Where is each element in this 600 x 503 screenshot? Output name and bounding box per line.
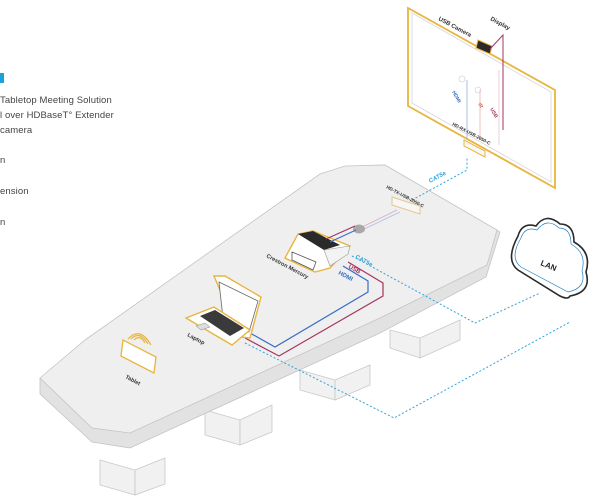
cable-usb-display xyxy=(489,33,504,130)
ir-connector xyxy=(474,86,482,94)
laptop xyxy=(184,275,262,346)
tx-extender xyxy=(391,196,421,215)
cable-hdmi-mercury-laptop xyxy=(249,265,369,348)
cable-cat5e-mercury-lan xyxy=(351,255,541,324)
cable-cat5e-tx-rx xyxy=(411,157,468,201)
sidebar-line: n xyxy=(0,217,6,228)
label-ir-display: IR xyxy=(476,102,484,110)
cable-usb-tx-mercury xyxy=(325,225,356,240)
sidebar-line: l over HDBaseT° Extender xyxy=(0,110,114,121)
hdmi-connector xyxy=(458,75,466,83)
sidebar-line: camera xyxy=(0,125,33,136)
display xyxy=(407,6,556,190)
heading-accent-bar xyxy=(0,73,4,83)
wifi-icon xyxy=(127,333,152,346)
sidebar-text: Tabletop Meeting Solution l over HDBaseT… xyxy=(0,0,170,260)
table-grommet xyxy=(353,224,365,234)
table-legs xyxy=(99,319,461,496)
label-usb-display: USB xyxy=(488,107,499,119)
lan-cloud xyxy=(510,217,589,299)
cable-usb-mercury-laptop xyxy=(244,261,384,357)
sidebar-line: n xyxy=(0,155,6,166)
tablet xyxy=(120,338,157,375)
label-hdmi-display: HDMI xyxy=(450,90,462,105)
sidebar-line: Tabletop Meeting Solution xyxy=(0,95,112,106)
cable-tx-mercury-hdmi xyxy=(361,211,401,231)
usb-camera xyxy=(475,39,493,55)
sidebar-line: ension xyxy=(0,186,29,197)
label-cat5e-top: CAT5e xyxy=(428,170,448,184)
label-display: Display xyxy=(489,16,511,32)
cable-tx-mercury-usb xyxy=(359,209,398,229)
crestron-mercury xyxy=(284,230,352,273)
label-usb-mercury: USB xyxy=(347,264,362,276)
cable-hdmi-tx-mercury xyxy=(329,229,357,243)
cable-cat5e-laptop-lan xyxy=(244,321,571,419)
rx-extender xyxy=(463,139,486,158)
